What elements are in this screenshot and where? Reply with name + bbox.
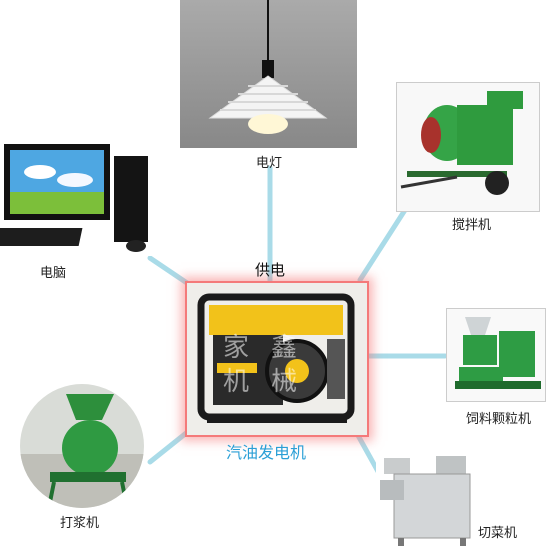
pulper-image [20, 384, 144, 508]
lamp-icon [208, 0, 328, 134]
cutter-image [376, 452, 476, 546]
pulper-label: 打浆机 [60, 516, 100, 531]
connector-mixer [357, 207, 408, 283]
cutter-label: 切菜机 [478, 526, 518, 541]
generator-label: 汽油发电机 [226, 443, 307, 462]
connector-cutter [352, 427, 383, 478]
pellet-machine-label: 饲料颗粒机 [466, 412, 532, 427]
computer-icon [0, 144, 148, 252]
mixer-image [396, 82, 540, 212]
lamp-image [180, 0, 357, 148]
connector-computer [147, 255, 193, 288]
pellet-machine-image [446, 308, 546, 402]
watermark-text: 家鑫机械 [223, 333, 320, 397]
mixer-icon [400, 91, 523, 195]
pellet-machine-icon [455, 317, 541, 389]
connector-pulper [147, 427, 193, 465]
generator-image: 家鑫机械 [185, 281, 369, 437]
generator-icon [187, 283, 367, 435]
mixer-label: 搅拌机 [452, 218, 492, 233]
cutter-icon [380, 456, 471, 546]
computer-label: 电脑 [40, 266, 67, 281]
pulper-icon [20, 394, 144, 508]
lamp-label: 电灯 [256, 156, 283, 171]
computer-image [0, 136, 158, 256]
power-supply-title: 供电 [255, 261, 286, 279]
